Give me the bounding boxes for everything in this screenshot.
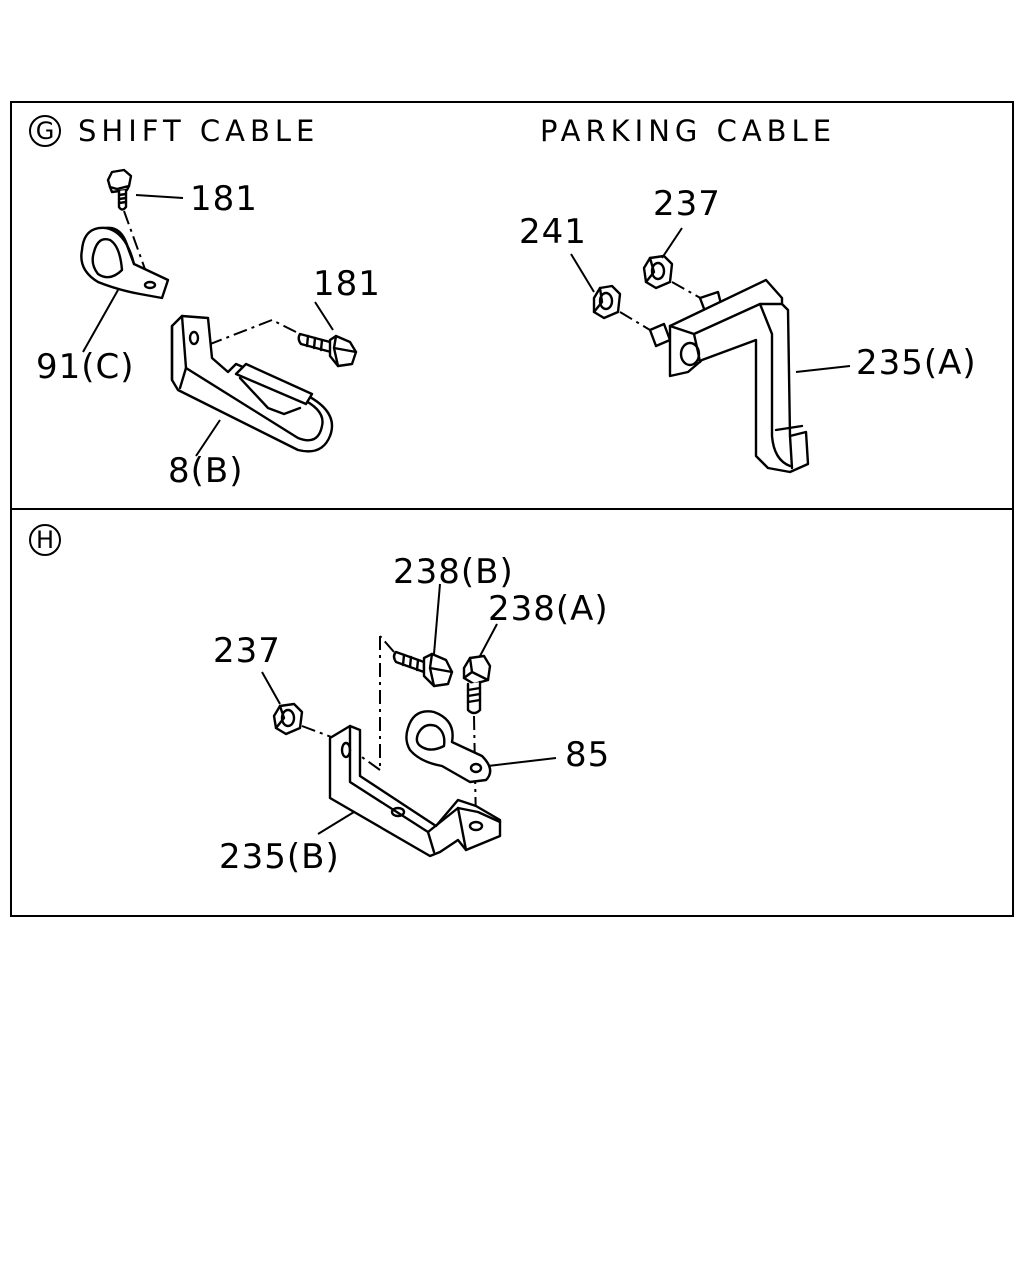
bracket-235a <box>648 278 810 474</box>
bracket-8b <box>170 314 334 453</box>
callout-235a: 235(A) <box>856 343 977 383</box>
panel-frame-g <box>10 101 1014 510</box>
callout-8b: 8(B) <box>168 451 244 491</box>
leader-238a <box>479 623 498 657</box>
leader-237-h <box>261 671 281 705</box>
section-h-letter: H <box>36 526 54 554</box>
callout-91c: 91(C) <box>36 347 135 387</box>
section-g-marker: G <box>29 115 61 147</box>
callout-238a: 238(A) <box>488 589 609 629</box>
bracket-235b <box>328 724 502 858</box>
callout-181-mid: 181 <box>313 264 381 304</box>
leader-237-g <box>661 227 683 259</box>
parking-cable-title: PARKING CABLE <box>540 114 836 148</box>
leader-91c <box>82 289 119 353</box>
panel-frame-h <box>10 508 1014 917</box>
nut-241 <box>592 284 622 320</box>
nut-237-h <box>272 702 304 736</box>
nut-237-g <box>642 254 674 290</box>
leader-8b <box>195 419 221 457</box>
leader-235a <box>795 365 851 373</box>
leader-241 <box>570 253 595 293</box>
leader-238b <box>433 583 441 655</box>
section-g-letter: G <box>36 117 55 145</box>
leader-181-mid <box>314 301 334 331</box>
callout-235b: 235(B) <box>219 837 340 877</box>
bolt-238b <box>392 650 454 688</box>
clip-91c <box>80 226 170 300</box>
callout-238b: 238(B) <box>393 552 514 592</box>
leader-235b <box>317 811 355 835</box>
callout-237-g: 237 <box>653 184 721 224</box>
shift-cable-title: SHIFT CABLE <box>78 114 319 148</box>
bolt-238a <box>462 654 492 715</box>
section-h-marker: H <box>29 524 61 556</box>
leader-181-top <box>135 194 184 199</box>
callout-181-top: 181 <box>190 179 258 219</box>
callout-85: 85 <box>565 735 610 775</box>
clamp-85 <box>405 710 492 784</box>
bolt-181-mid <box>297 332 358 368</box>
callout-241: 241 <box>519 212 587 252</box>
leader-85 <box>487 757 557 767</box>
callout-237-h: 237 <box>213 631 281 671</box>
